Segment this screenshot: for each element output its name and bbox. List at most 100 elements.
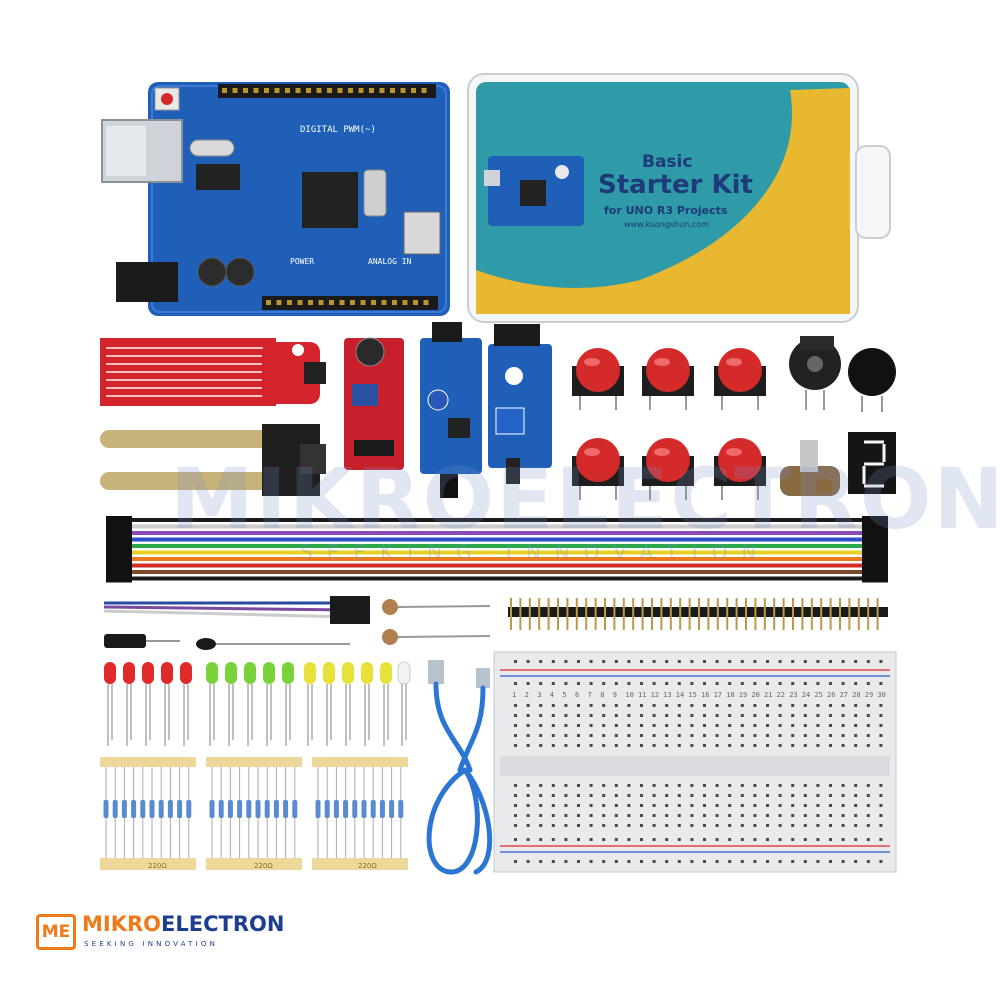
breadboard-hole [879,784,883,787]
breadboard-hole [652,724,656,727]
breadboard-hole [690,784,694,787]
breadboard-hole [564,704,568,707]
breadboard-hole [539,794,543,797]
breadboard-column-label: 5 [562,691,566,699]
breadboard-hole [803,714,807,717]
breadboard-rail-hole [602,860,606,863]
kit-subtitle: for UNO R3 Projects [604,204,728,217]
resistor-body [177,800,183,818]
resistor-body [186,800,192,818]
resistor-body [246,800,252,818]
breadboard-hole [753,804,757,807]
breadboard-hole [841,784,845,787]
header-pin [329,300,334,305]
led-body [263,662,275,684]
breadboard-hole [778,744,782,747]
breadboard-rail-hole [677,660,681,663]
breadboard-hole [791,734,795,737]
breadboard-hole [766,784,769,787]
breadboard-hole [816,744,820,747]
breadboard-hole [526,724,530,727]
resistor-body [121,800,127,818]
breadboard-hole [866,734,870,737]
infrared-sensor-module [420,322,482,498]
breadboard-rail-hole [766,860,769,863]
breadboard-hole [841,714,845,717]
resistor-tape [206,757,302,767]
resistor-body [227,800,233,818]
push-button-highlight [654,358,670,366]
breadboard-column-label: 22 [777,691,785,699]
breadboard-hole [640,704,643,707]
breadboard-hole [652,784,656,787]
resistor-label-3: 220Ω [358,862,377,870]
breadboard-rail-hole [715,860,719,863]
breadboard-hole [564,734,568,737]
breadboard-column-label: 27 [840,691,848,699]
breadboard-rail-hole [539,660,543,663]
brand-logo-badge: ME [36,914,76,950]
breadboard-hole [614,794,618,797]
breadboard-hole [652,824,656,827]
push-button-highlight [726,358,742,366]
push-button-highlight [654,448,670,456]
breadboard-hole [803,784,807,787]
breadboard-column-label: 13 [663,691,671,699]
breadboard-hole [539,704,543,707]
analog-header-label: ANALOG IN [368,257,412,266]
digital-header-label: DIGITAL PWM(~) [300,125,376,135]
breadboard-rail-hole [816,660,820,663]
breadboard-hole [829,714,832,717]
breadboard-hole [778,814,782,817]
breadboard-hole [577,704,580,707]
led-body [206,662,218,684]
starter-kit-box [467,73,891,323]
push-button-cap [646,348,690,392]
breadboard-rail-hole [879,860,883,863]
breadboard-hole [866,814,870,817]
breadboard-hole [778,824,782,827]
breadboard-rail-hole [703,660,706,663]
breadboard-hole [879,744,883,747]
breadboard-rail-hole [866,838,870,841]
breadboard-rail-hole [690,660,694,663]
breadboard-hole [589,794,593,797]
breadboard-column-label: 28 [852,691,860,699]
brand-logo-name-part1: MIKRO [82,912,162,936]
breadboard-hole [577,794,580,797]
breadboard-hole [803,804,807,807]
breadboard-hole [778,724,782,727]
breadboard-hole [728,804,732,807]
header-pin [400,88,406,93]
breadboard-rail-hole [803,838,807,841]
breadboard-hole [829,784,832,787]
breadboard-hole [740,804,744,807]
header-pin [295,88,301,93]
led-body [142,662,154,684]
breadboard-column-label: 9 [613,691,617,699]
breadboard-hole [728,744,732,747]
breadboard-hole [690,824,694,827]
header-pin [232,88,238,93]
header-pin [348,88,353,93]
breadboard-rail-hole [627,838,631,841]
breadboard-hole [614,734,618,737]
breadboard-hole [728,704,732,707]
breadboard-hole [514,734,517,737]
breadboard-hole [539,804,543,807]
breadboard-hole [652,714,656,717]
breadboard-hole [728,724,732,727]
breadboard-rail-hole [829,838,832,841]
breadboard-rail-hole [803,860,807,863]
breadboard-hole [526,794,530,797]
breadboard-hole [740,794,744,797]
breadboard-column-label: 11 [638,691,646,699]
breadboard-hole [854,824,858,827]
breadboard-rail-hole [791,682,795,685]
header-pin [337,88,343,93]
header-pin [358,88,364,93]
breadboard-hole [766,824,769,827]
led-body [361,662,373,684]
breadboard-hole [715,704,719,707]
